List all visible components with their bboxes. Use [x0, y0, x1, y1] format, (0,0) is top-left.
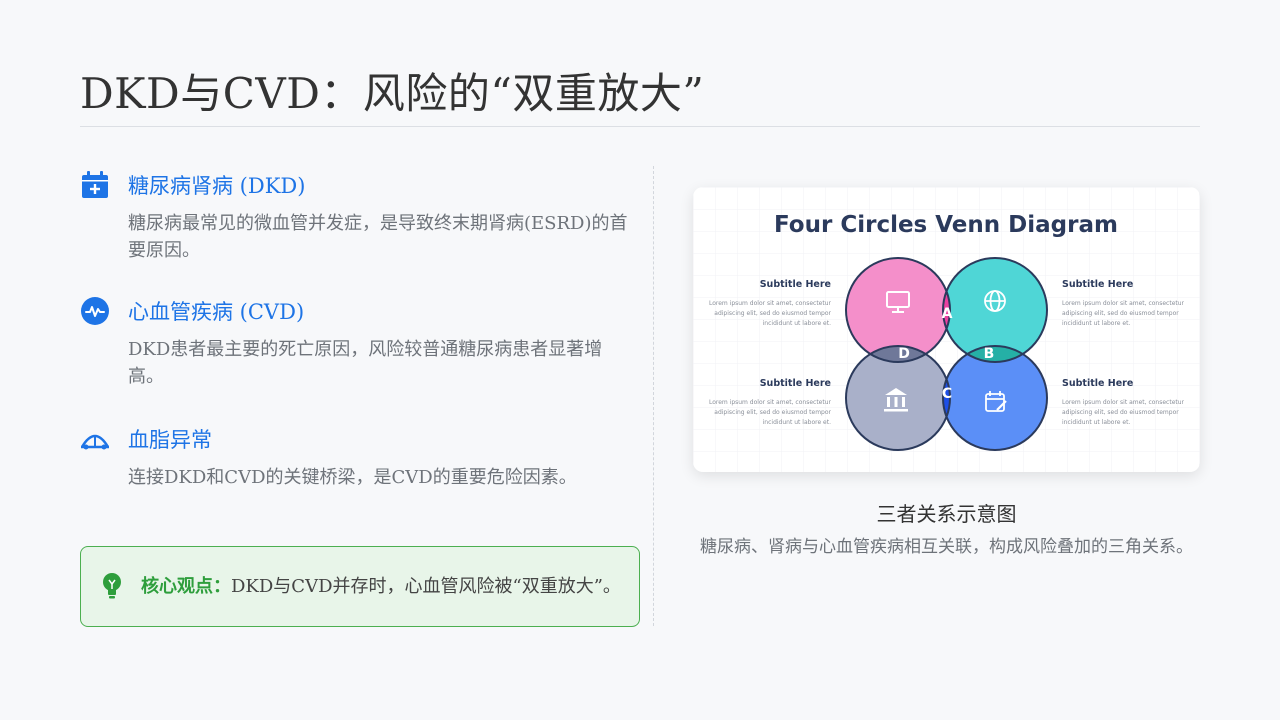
calendar-edit-icon — [985, 391, 1007, 412]
lorem-bottom-right-3: incididunt ut labore et. — [1062, 419, 1130, 426]
item-cvd-title: 心血管疾病 (CVD) — [128, 300, 305, 324]
lorem-top-right-3: incididunt ut labore et. — [1062, 320, 1130, 327]
lorem-bottom-right-2: adipiscing elit, sed do eiusmod tempor — [1062, 409, 1179, 416]
lorem-bottom-left-1: Lorem ipsum dolor sit amet, consectetur — [709, 399, 832, 406]
monitor-icon — [886, 291, 910, 313]
item-cvd-desc: DKD患者最主要的死亡原因，风险较普通糖尿病患者显著增高。 — [128, 339, 603, 387]
lorem-bottom-right-1: Lorem ipsum dolor sit amet, consectetur — [1062, 399, 1185, 406]
heartbeat-icon — [80, 296, 110, 326]
venn-label-d: D — [898, 346, 910, 362]
item-lipid: 血脂异常 连接DKD和CVD的关键桥梁，是CVD的重要危险因素。 — [80, 424, 640, 491]
circle-top-right — [943, 258, 1047, 362]
core-label: 核心观点： — [141, 576, 231, 597]
circle-bottom-left — [846, 346, 950, 450]
diagram-caption: 三者关系示意图 — [876, 502, 1017, 526]
lightbulb-icon — [101, 572, 125, 602]
column-divider — [653, 166, 654, 626]
core-body: DKD与CVD并存时，心血管风险被“双重放大”。 — [231, 576, 621, 597]
circle-bottom-right — [943, 346, 1047, 450]
item-lipid-title: 血脂异常 — [128, 428, 212, 452]
bank-icon — [884, 388, 908, 412]
subtitle-top-left: Subtitle Here — [760, 279, 831, 290]
lorem-top-right-1: Lorem ipsum dolor sit amet, consectetur — [1062, 300, 1185, 307]
venn-label-a: A — [942, 306, 953, 322]
venn-diagram-card: Four Circles Venn Diagram A B C D — [693, 187, 1200, 472]
lorem-top-left-2: adipiscing elit, sed do eiusmod tempor — [714, 310, 831, 317]
diagram-caption-desc: 糖尿病、肾病与心血管疾病相互关联，构成风险叠加的三角关系。 — [700, 537, 1193, 557]
subtitle-top-right: Subtitle Here — [1062, 279, 1133, 290]
venn-label-c: C — [942, 386, 952, 402]
item-lipid-desc: 连接DKD和CVD的关键桥梁，是CVD的重要危险因素。 — [128, 467, 577, 488]
calendar-plus-icon — [80, 170, 110, 200]
bridge-icon — [80, 424, 110, 454]
lorem-top-left-1: Lorem ipsum dolor sit amet, consectetur — [709, 300, 832, 307]
lorem-top-right-2: adipiscing elit, sed do eiusmod tempor — [1062, 310, 1179, 317]
page-title: DKD与CVD：风险的“双重放大” — [80, 69, 705, 118]
lorem-bottom-left-3: incididunt ut labore et. — [763, 419, 831, 426]
lorem-bottom-left-2: adipiscing elit, sed do eiusmod tempor — [714, 409, 831, 416]
diagram-title: Four Circles Venn Diagram — [774, 212, 1118, 238]
core-viewpoint-box: 核心观点：DKD与CVD并存时，心血管风险被“双重放大”。 — [80, 546, 640, 627]
lorem-top-left-3: incididunt ut labore et. — [763, 320, 831, 327]
title-divider — [80, 126, 1200, 127]
item-dkd: 糖尿病肾病 (DKD) 糖尿病最常见的微血管并发症，是导致终末期肾病(ESRD)… — [80, 170, 640, 264]
subtitle-bottom-left: Subtitle Here — [760, 378, 831, 389]
item-dkd-title: 糖尿病肾病 (DKD) — [128, 174, 306, 198]
subtitle-bottom-right: Subtitle Here — [1062, 378, 1133, 389]
item-cvd: 心血管疾病 (CVD) DKD患者最主要的死亡原因，风险较普通糖尿病患者显著增高… — [80, 296, 640, 390]
core-viewpoint-text: 核心观点：DKD与CVD并存时，心血管风险被“双重放大”。 — [141, 573, 621, 600]
item-dkd-desc: 糖尿病最常见的微血管并发症，是导致终末期肾病(ESRD)的首要原因。 — [128, 213, 628, 261]
venn-diagram: Four Circles Venn Diagram A B C D — [693, 187, 1200, 472]
venn-label-b: B — [984, 346, 995, 362]
globe-icon — [984, 290, 1006, 312]
